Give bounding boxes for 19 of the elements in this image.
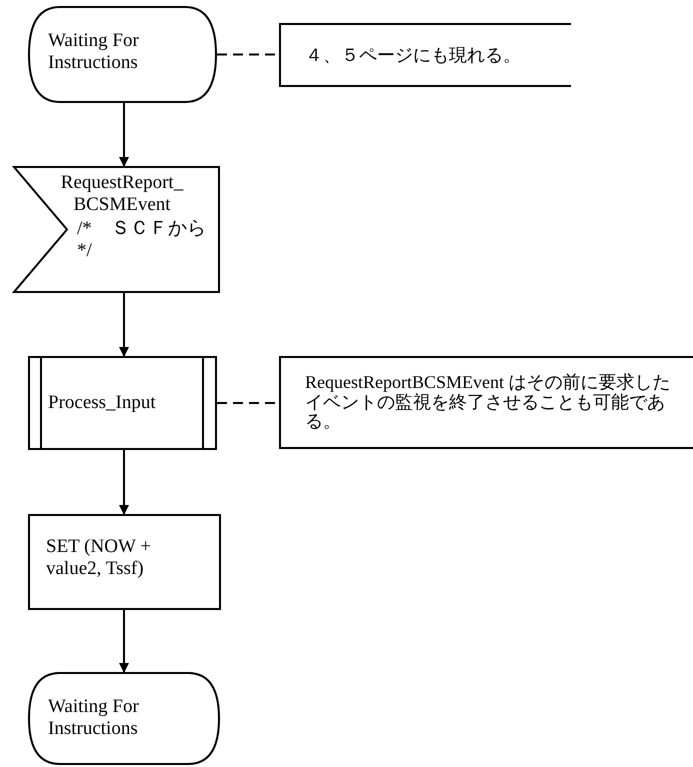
node-label: RequestReport_ BCSMEvent <box>60 172 184 216</box>
comment-bracket <box>279 356 693 449</box>
state-box <box>28 6 217 103</box>
arrow <box>119 103 129 167</box>
node-label: Waiting For Instructions <box>48 30 140 74</box>
node-label: Waiting For Instructions <box>48 696 140 740</box>
task-box <box>28 514 221 610</box>
arrow <box>119 450 129 515</box>
node-label: Process_Input <box>48 392 157 414</box>
comment-text: RequestReportBCSMEvent はその前に要求したイベントの監視を終了させることも可能である。 <box>305 372 672 432</box>
arrow <box>119 610 129 673</box>
arrow <box>119 293 129 357</box>
comment-text: ４、５ページにも現れる。 <box>305 44 522 66</box>
node-label: SET (NOW + value2, Tssf) <box>46 536 152 580</box>
comment-text: /* ＳＣＦから */ <box>77 218 207 262</box>
procedure-call-box <box>28 356 217 450</box>
input-signal-box <box>13 166 220 293</box>
comment-bracket <box>279 23 571 87</box>
state-box <box>28 672 220 765</box>
